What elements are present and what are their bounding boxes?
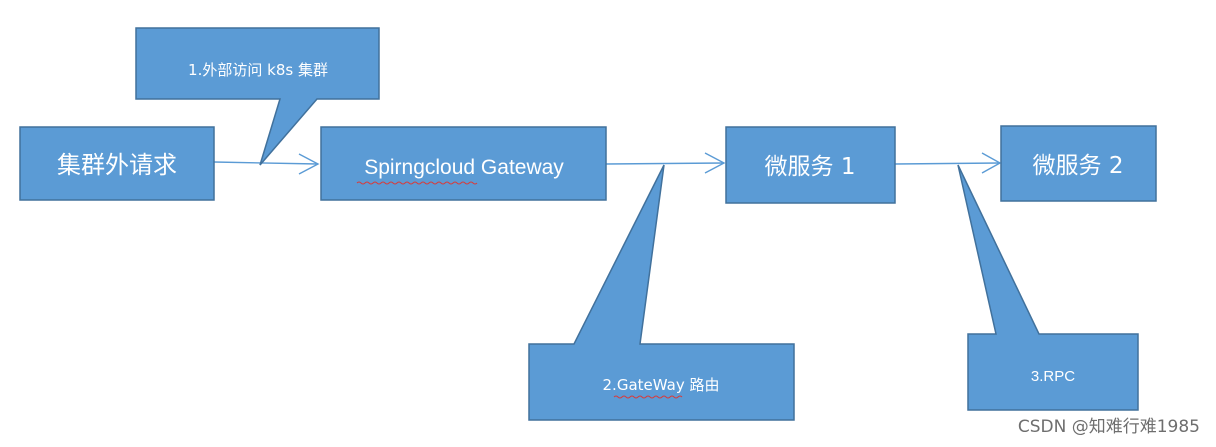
callout-rpc-label: 3.RPC — [1031, 368, 1075, 385]
node-microservice-2-label: 微服务 2 — [1033, 153, 1124, 179]
arrow-gateway-to-service1 — [605, 152, 726, 174]
arrow-request-to-gateway — [213, 153, 320, 175]
callout-external-access: 1.外部访问 k8s 集群 — [135, 27, 380, 166]
node-gateway: Spirngcloud Gateway — [320, 126, 607, 201]
node-gateway-label: Spirngcloud Gateway — [364, 156, 564, 179]
node-external-request: 集群外请求 — [19, 126, 215, 201]
node-microservice-1-label: 微服务 1 — [765, 154, 856, 180]
node-external-request-label: 集群外请求 — [57, 151, 177, 179]
callout-rpc: 3.RPC — [957, 164, 1139, 411]
watermark: CSDN @知难行难1985 — [1017, 417, 1200, 437]
connectors — [213, 152, 1002, 175]
callout-external-access-label: 1.外部访问 k8s 集群 — [188, 61, 328, 79]
underline-gateway — [613, 395, 683, 399]
arrow-service1-to-service2 — [894, 152, 1002, 174]
spellcheck-underlines — [356, 181, 683, 399]
node-microservice-2: 微服务 2 — [1000, 125, 1157, 202]
callout-gateway-routing: 2.GateWay 路由 — [528, 164, 795, 421]
callout-gateway-routing-label: 2.GateWay 路由 — [603, 376, 720, 394]
node-microservice-1: 微服务 1 — [725, 126, 896, 204]
underline-spirngcloud — [356, 181, 478, 185]
